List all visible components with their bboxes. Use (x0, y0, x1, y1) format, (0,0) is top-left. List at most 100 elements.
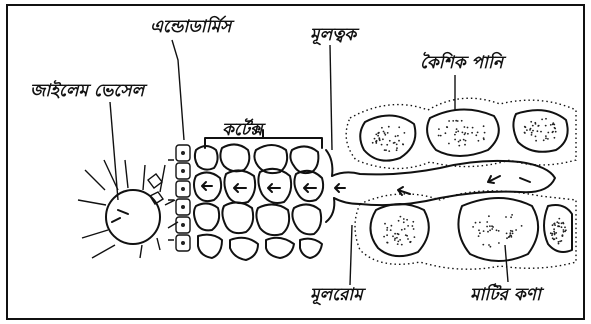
stipple-dot (395, 135, 397, 137)
stipple-dot (398, 220, 400, 222)
stipple-dot (538, 125, 540, 127)
stipple-dot (455, 131, 457, 133)
cortex-label: কর্টেক্স (222, 118, 266, 140)
stipple-dot (381, 144, 383, 146)
soil-particle (458, 198, 538, 261)
stipple-dot (392, 235, 394, 237)
stipple-dot (398, 140, 400, 142)
stipple-dot (545, 125, 547, 127)
root-epidermis-leader (330, 45, 332, 150)
stipple-dot (475, 134, 477, 136)
stipple-dot (545, 135, 547, 137)
stipple-dot (393, 142, 395, 144)
stipple-dot (456, 128, 458, 130)
stipple-dot (547, 132, 549, 134)
stipple-dot (379, 138, 381, 140)
stipple-dot (458, 145, 460, 147)
stipple-dot (561, 226, 563, 228)
root-hair-leader (350, 225, 352, 285)
stipple-dot (484, 132, 486, 134)
stipple-dot (386, 144, 388, 146)
stipple-dot (402, 144, 404, 146)
stipple-dot (552, 124, 554, 126)
endodermis-leader (172, 40, 184, 140)
stipple-dot (383, 131, 385, 133)
stipple-dot (489, 229, 491, 231)
stipple-dot (383, 236, 385, 238)
endodermis-cells (168, 145, 190, 251)
stipple-dot (386, 234, 388, 236)
stipple-dot (510, 216, 512, 218)
stipple-dot (511, 236, 513, 238)
stipple-dot (552, 237, 554, 239)
stipple-dot (488, 215, 490, 217)
stipple-dot (505, 216, 507, 218)
stipple-dot (412, 221, 414, 223)
stipple-dot (551, 234, 553, 236)
stipple-dot (386, 227, 388, 229)
stipple-dot (521, 225, 523, 227)
stipple-dot (461, 120, 463, 122)
stipple-dot (537, 130, 539, 132)
stipple-dot (457, 120, 459, 122)
stipple-dot (483, 137, 485, 139)
stipple-dot (545, 137, 547, 139)
xylem-vessel-leader (110, 102, 118, 200)
stipple-dot (455, 120, 457, 122)
stipple-dot (396, 144, 398, 146)
root-epidermis-cell-bottom (326, 198, 334, 222)
stipple-dot (492, 226, 494, 228)
stipple-dot (563, 229, 565, 231)
stipple-dot (462, 132, 464, 134)
stipple-dot (565, 229, 567, 231)
stipple-dot (405, 234, 407, 236)
stipple-dot (463, 139, 465, 141)
stipple-dot (482, 244, 484, 246)
stipple-dot (385, 149, 387, 151)
stipple-dot (540, 131, 542, 133)
soil-particle (370, 204, 428, 256)
stipple-dot (391, 225, 393, 227)
stipple-dot (389, 140, 391, 142)
stipple-dot (550, 124, 552, 126)
stipple-dot (414, 236, 416, 238)
stipple-dot (558, 243, 560, 245)
stipple-dot (467, 127, 469, 129)
stipple-dot (375, 134, 377, 136)
stipple-dot (404, 228, 406, 230)
stipple-dot (558, 218, 560, 220)
root-epidermis-cell-top (326, 150, 332, 176)
stipple-dot (561, 240, 563, 242)
stipple-dot (496, 229, 498, 231)
stipple-dot (558, 226, 560, 228)
stipple-dot (457, 130, 459, 132)
stipple-dot (554, 224, 556, 226)
stipple-dot (543, 139, 545, 141)
stipple-dot (532, 130, 534, 132)
stipple-dot (541, 119, 543, 121)
root-hair-label: মূলরোম (310, 285, 366, 305)
stipple-dot (478, 229, 480, 231)
stipple-dot (563, 231, 565, 233)
stipple-dot (396, 149, 398, 151)
stipple-dot (532, 125, 534, 127)
stipple-dot (498, 242, 500, 244)
stipple-dot (512, 230, 514, 232)
stipple-dot (394, 238, 396, 240)
stipple-dot (459, 139, 461, 141)
stipple-dot (377, 135, 379, 137)
stipple-dot (483, 125, 485, 127)
stipple-dot (454, 139, 456, 141)
stipple-dot (563, 223, 565, 225)
capillary-water-label: কৈশিক পানি (420, 51, 507, 73)
stipple-dot (506, 233, 508, 235)
stipple-dot (531, 134, 533, 136)
soil-particles (346, 98, 576, 269)
root-epidermis-label: মূলত্বক (310, 25, 360, 45)
xylem-arrow (112, 210, 128, 222)
stipple-dot (490, 246, 492, 248)
stipple-dot (464, 126, 466, 128)
stipple-dot (376, 140, 378, 142)
stipple-dot (535, 123, 537, 125)
stipple-dot (508, 236, 510, 238)
